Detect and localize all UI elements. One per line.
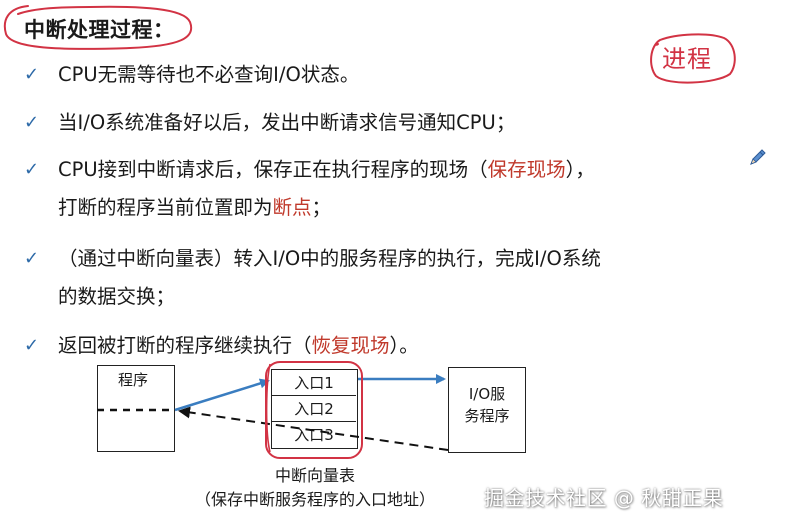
pen-icon[interactable] [748,147,768,167]
bullet-item: ✓ 当I/O系统准备好以后，发出中断请求信号通知CPU； [24,104,724,142]
check-icon: ✓ [24,335,40,356]
bullet-text: 返回被打断的程序继续执行（恢复现场）。 [58,334,419,357]
bullet-text-continued: 的数据交换； [58,285,176,308]
check-icon: ✓ [24,248,40,269]
highlight-breakpoint: 断点 [272,196,312,219]
check-icon: ✓ [24,159,40,180]
process-annotation: 进程 [646,32,738,86]
bullet-item: ✓ CPU接到中断请求后，保存正在执行程序的现场（保存现场）， 打断的程序当前位… [24,151,744,227]
check-icon: ✓ [24,64,40,85]
vector-entry-1: 入口1 [272,370,356,396]
highlight-save-context: 保存现场 [487,158,566,181]
note-text: 进程 [662,45,712,73]
bullet-text: CPU接到中断请求后，保存正在执行程序的现场（保存现场）， [58,158,595,181]
bullet-text-continued: 打断的程序当前位置即为断点； [58,196,332,219]
highlight-restore-context: 恢复现场 [311,334,390,357]
interrupt-diagram: 程序 入口1 入口2 入口3 I/O服 务程序 [90,352,540,522]
bullet-text: 当I/O系统准备好以后，发出中断请求信号通知CPU； [58,111,516,134]
note-annotation-ellipse [650,33,736,84]
program-label: 程序 [118,371,149,389]
io-service-label: I/O服 务程序 [464,385,510,425]
bullet-item: ✓ 返回被打断的程序继续执行（恢复现场）。 [24,327,724,365]
vector-entry-3: 入口3 [294,426,334,444]
vector-entry-2: 入口2 [272,396,356,422]
vector-table-caption: 中断向量表 [274,466,355,485]
bullet-item: ✓ （通过中断向量表）转入I/O中的服务程序的执行，完成I/O系统 的数据交换； [24,240,764,316]
io-service-box: I/O服 务程序 [448,367,526,453]
watermark: 掘金技术社区 @ 秋甜正果 [484,486,724,510]
bullet-text: CPU无需等待也不必查询I/O状态。 [58,63,360,86]
arrow-to-entry-1 [174,378,270,412]
interrupt-vector-table: 入口1 入口2 入口3 [271,369,358,449]
vector-table-subcaption: （保存中断服务程序的入口地址） [194,490,435,509]
check-icon: ✓ [24,112,40,133]
program-box: 程序 [97,365,175,452]
slide-title: 中断处理过程： [24,18,175,42]
bullet-item: ✓ CPU无需等待也不必查询I/O状态。 [24,56,724,94]
bullet-text: （通过中断向量表）转入I/O中的服务程序的执行，完成I/O系统 [58,247,601,270]
